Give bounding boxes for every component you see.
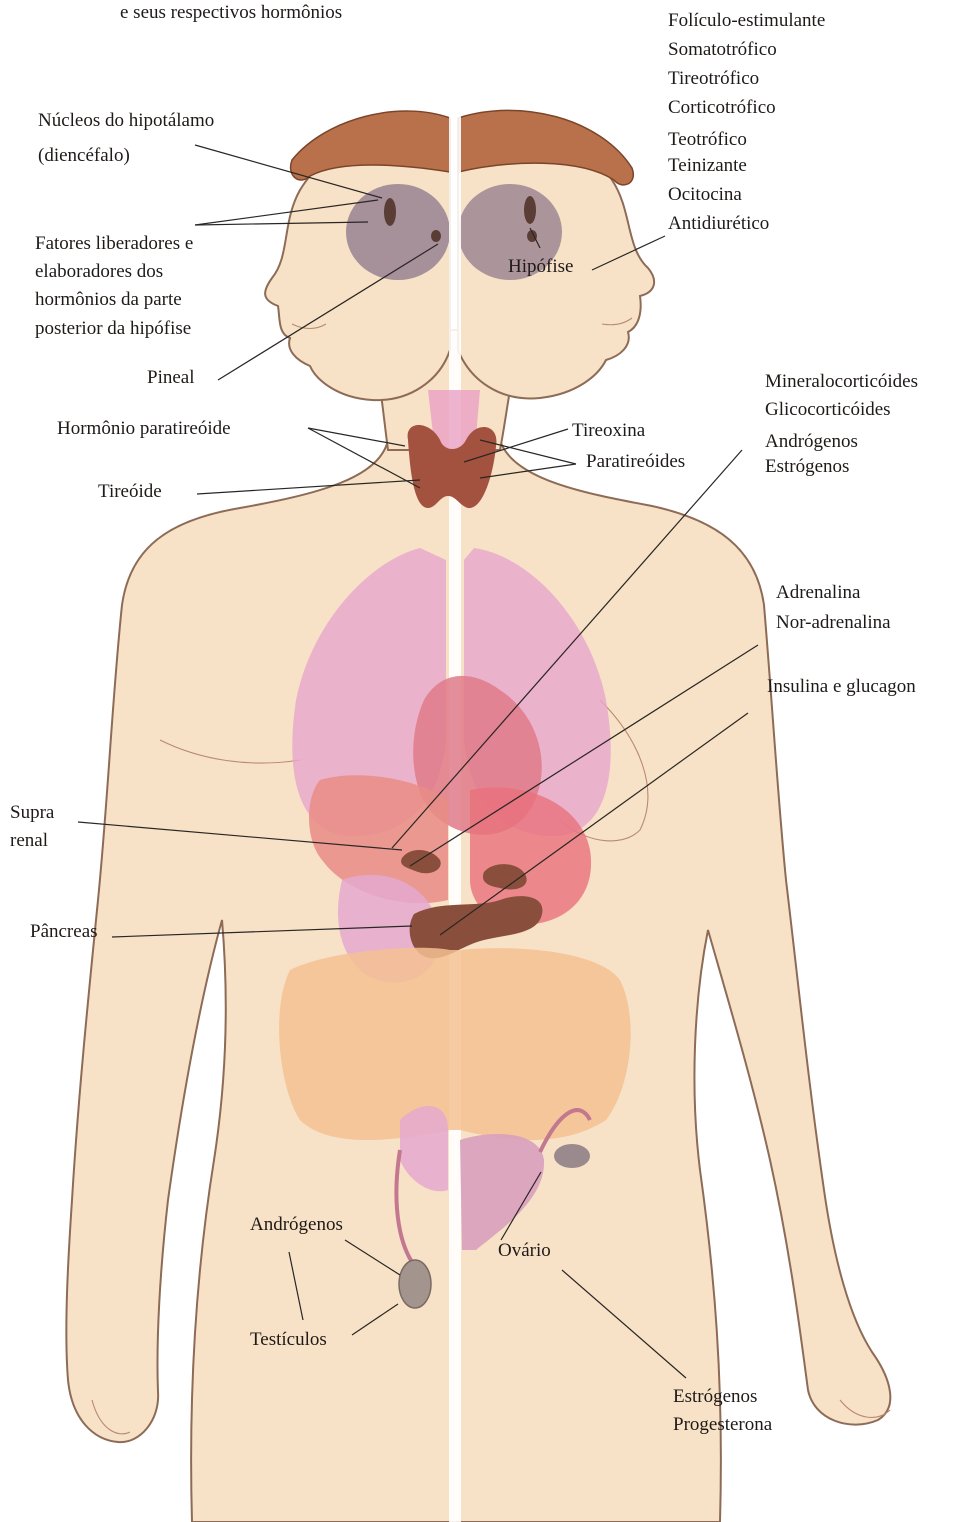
label-thyroxine: Tireoxina: [572, 420, 646, 441]
hypothalamus-nuclei: [384, 198, 396, 226]
pineal-gland: [431, 230, 441, 242]
label-pancreas: Pâncreas: [30, 921, 98, 942]
label-adrenal-cortex-hormones: Mineralocorticóides Glicocorticóides And…: [765, 371, 923, 477]
header-title-fragment: e seus respectivos hormônios: [120, 2, 342, 23]
label-pineal: Pineal: [147, 367, 195, 388]
body-illustration: [66, 96, 890, 1522]
label-adrenal: Supra renal: [10, 802, 59, 851]
label-thyroid: Tireóide: [98, 481, 162, 502]
label-testicles: Testículos: [250, 1329, 327, 1350]
testicle-gland: [399, 1260, 431, 1308]
label-adrenal-medulla-hormones: Adrenalina Nor-adrenalina: [776, 582, 891, 633]
label-parathyroid-hormone: Hormônio paratireóide: [57, 418, 231, 439]
label-pituitary: Hipófise: [508, 256, 573, 277]
label-androgens: Andrógenos: [250, 1214, 343, 1235]
label-hypothalamus: Núcleos do hipotálamo (diencéfalo): [38, 110, 219, 166]
label-pituitary-hormones: Folículo-estimulante Somatotrófico Tireo…: [668, 10, 830, 234]
label-ovary: Ovário: [498, 1240, 551, 1261]
label-pancreas-hormones: Insulina e glucagon: [767, 676, 916, 697]
label-parathyroids: Paratireóides: [586, 451, 685, 472]
hypothalamus-nuclei-right: [524, 196, 536, 224]
label-releasing-factors: Fatores liberadores e elaboradores dos h…: [35, 233, 198, 339]
ovary-gland: [554, 1144, 590, 1168]
